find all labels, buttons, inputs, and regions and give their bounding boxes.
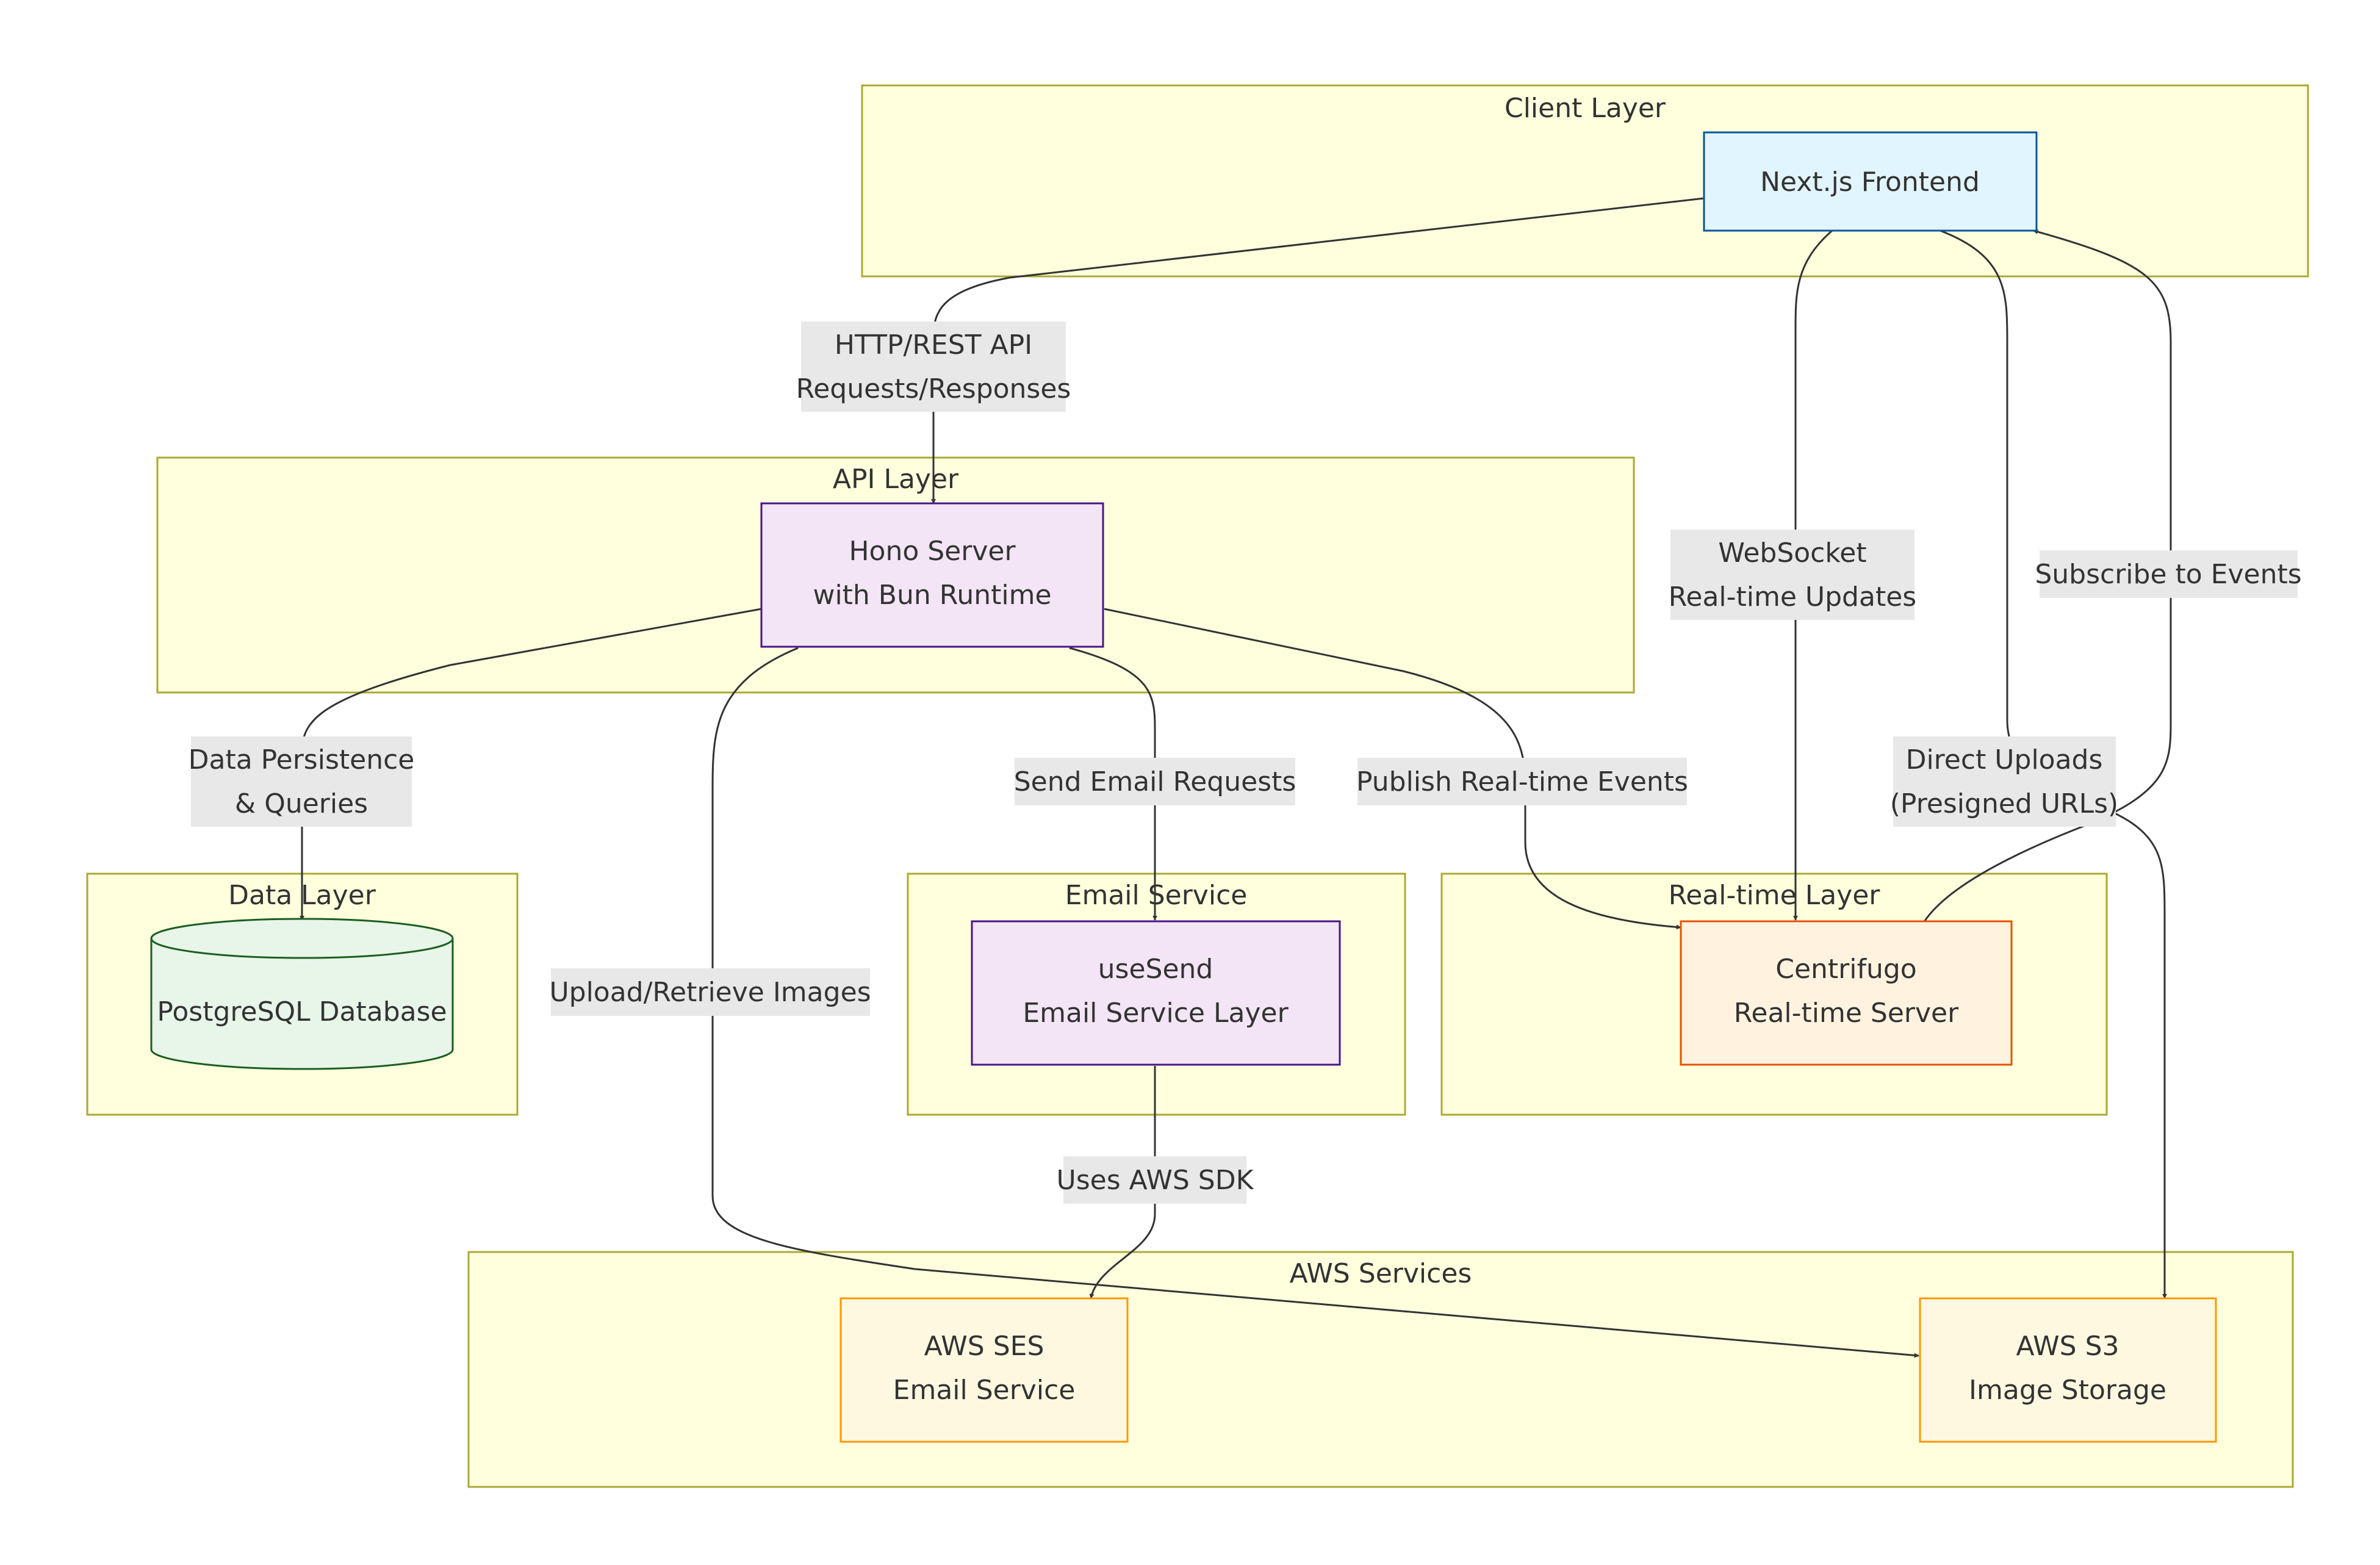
edge-label-text: Send Email Requests: [1014, 766, 1296, 797]
cluster-title-client: Client Layer: [1505, 93, 1666, 124]
node-label: useSend: [1098, 954, 1213, 985]
cluster-title-aws: AWS Services: [1290, 1258, 1472, 1289]
edge-subscribe-events: [1922, 229, 2172, 923]
node-label: Centrifugo: [1775, 954, 1916, 985]
edge-label-text: Data Persistence: [189, 744, 415, 775]
cluster-title-email: Email Service: [1065, 880, 1248, 911]
edge-label-send-email: Send Email Requests: [1014, 758, 1296, 805]
edge-label-text: & Queries: [235, 788, 368, 819]
node-label: Email Service Layer: [1023, 998, 1289, 1029]
edge-upload-images: [711, 647, 1919, 1358]
edge-label-text: HTTP/REST API: [835, 329, 1032, 361]
edge-label-upload-images: Upload/Retrieve Images: [549, 968, 871, 1016]
edge-label-http-api: HTTP/REST API Requests/Responses: [796, 322, 1071, 412]
node-label: Hono Server: [849, 536, 1016, 567]
node-aws-s3[interactable]: AWS S3 Image Storage: [1919, 1297, 2217, 1443]
edge-label-text: Publish Real-time Events: [1356, 766, 1688, 797]
edge-label-text: WebSocket: [1718, 538, 1866, 569]
edge-label-text: Requests/Responses: [796, 373, 1071, 405]
edge-label-text: Upload/Retrieve Images: [549, 977, 871, 1008]
node-postgresql-database[interactable]: PostgreSQL Database: [150, 918, 454, 1070]
edge-label-aws-sdk: Uses AWS SDK: [1057, 1156, 1254, 1204]
node-centrifugo[interactable]: Centrifugo Real-time Server: [1680, 920, 2013, 1066]
edge-label-text: (Presigned URLs): [1890, 788, 2118, 819]
edge-aws-sdk: [1089, 1066, 1156, 1299]
edge-label-publish-events: Publish Real-time Events: [1356, 758, 1688, 805]
cluster-title-api: API Layer: [833, 464, 959, 495]
node-label: AWS SES: [924, 1331, 1044, 1362]
node-label: Real-time Server: [1734, 998, 1959, 1029]
edge-label-text: Subscribe to Events: [2035, 559, 2301, 590]
node-label: PostgreSQL Database: [157, 996, 447, 1027]
edge-websocket: [1793, 229, 1833, 921]
node-hono-server[interactable]: Hono Server with Bun Runtime: [760, 502, 1104, 648]
edge-label-text: Direct Uploads: [1906, 744, 2103, 775]
edge-label-websocket: WebSocket Real-time Updates: [1669, 530, 1916, 620]
edge-label-text: Real-time Updates: [1669, 581, 1916, 613]
node-label: AWS S3: [2016, 1331, 2119, 1362]
node-label: Next.js Frontend: [1760, 167, 1980, 198]
node-label: with Bun Runtime: [813, 580, 1051, 611]
cluster-client-layer: Client Layer: [861, 84, 2309, 278]
node-label: Image Storage: [1969, 1375, 2166, 1406]
edge-label-subscribe-events: Subscribe to Events: [2035, 550, 2302, 598]
edge-label-text: Uses AWS SDK: [1057, 1165, 1254, 1196]
edge-label-data-persistence: Data Persistence & Queries: [189, 736, 415, 827]
node-usesend[interactable]: useSend Email Service Layer: [971, 920, 1341, 1066]
node-label: Email Service: [893, 1375, 1076, 1406]
node-nextjs-frontend[interactable]: Next.js Frontend: [1703, 131, 2038, 232]
cluster-title-realtime: Real-time Layer: [1669, 880, 1881, 911]
edge-send-email: [1069, 647, 1157, 921]
edge-label-direct-uploads: Direct Uploads (Presigned URLs): [1890, 736, 2118, 827]
node-aws-ses[interactable]: AWS SES Email Service: [839, 1297, 1129, 1443]
